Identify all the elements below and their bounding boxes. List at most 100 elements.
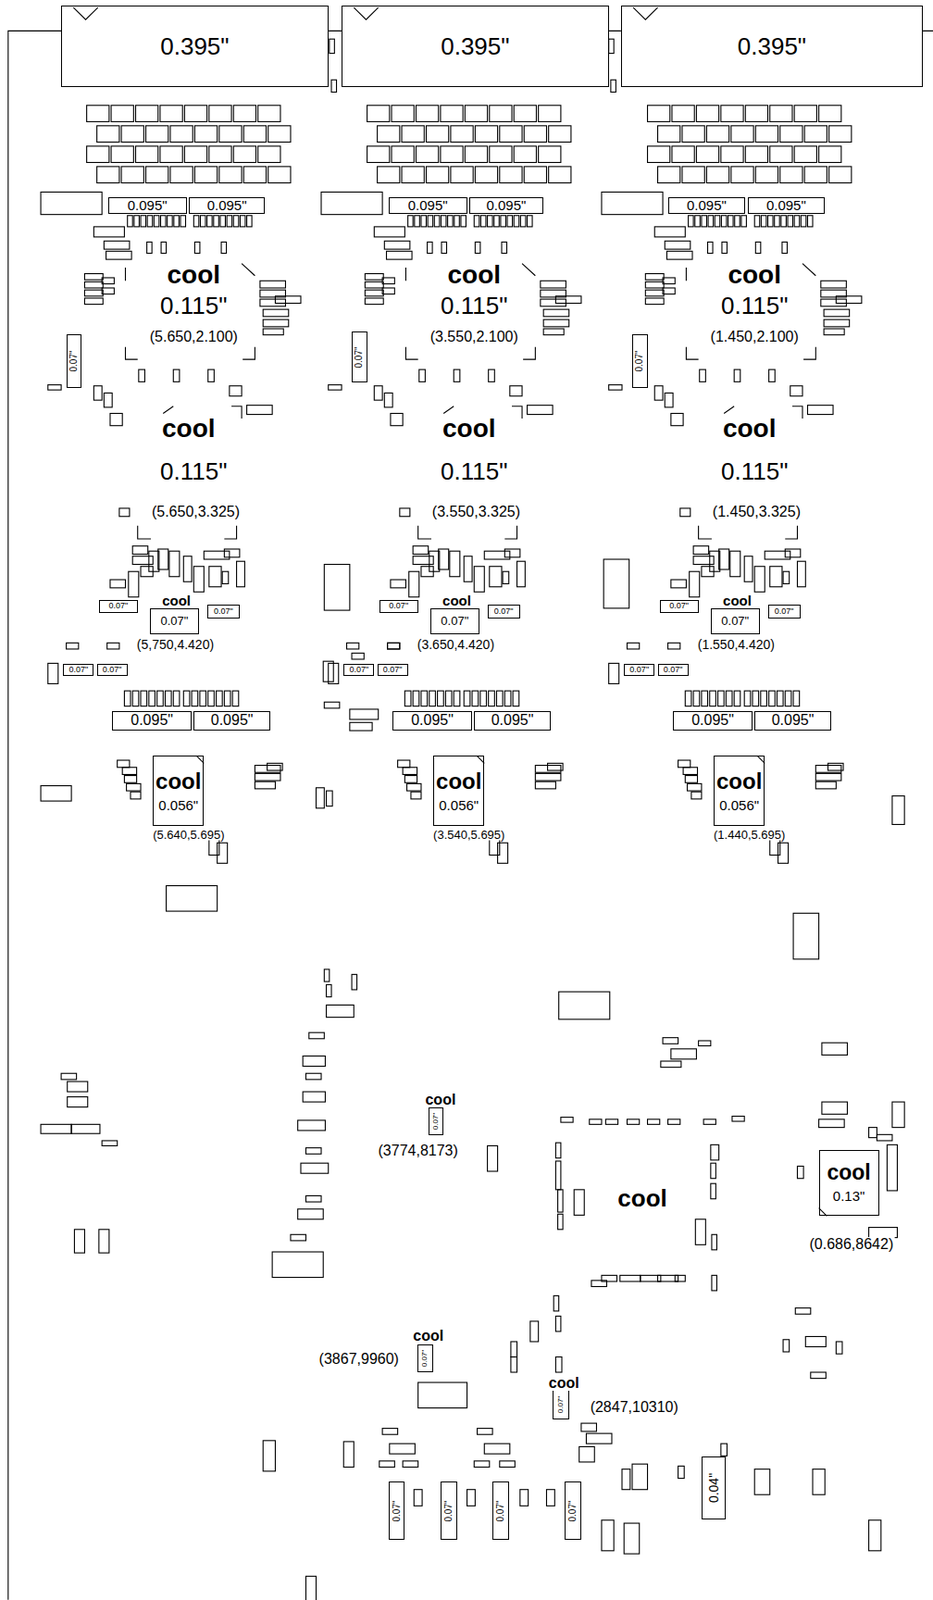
pad-footprint [84,273,103,281]
pad-footprint [399,508,411,517]
pad-footprint [117,759,130,768]
dimension-text: 0.07" [663,665,684,674]
dimension-text: 0.07" [160,614,188,627]
pad-footprint [258,146,281,163]
dimension-text: 0.095" [491,712,535,728]
pad-footprint [84,281,103,288]
component-outline: 0.07" [377,663,409,676]
pad-footprint [819,146,842,163]
pad-footprint [807,405,834,415]
pad-footprint [684,690,692,707]
component-outline: 0.07" [97,663,128,676]
coordinate-label: (1.450,2.100) [709,329,800,345]
pad-footprint [440,215,447,227]
component-outline: 0.095" [388,197,468,215]
pad-footprint [477,1428,494,1435]
pad-footprint [693,690,700,707]
pad-footprint [209,566,222,587]
pad-footprint [701,690,709,707]
pad-footprint [183,556,192,583]
dimension-text: 0.395" [160,34,229,59]
pad-footprint [538,146,561,163]
pad-footprint [480,215,486,227]
component-outline: 0.095" [473,710,551,731]
pad-footprint [601,1274,618,1282]
dimension-text: 0.07" [557,1395,565,1413]
pad-footprint [126,783,141,791]
pad-footprint [714,215,721,227]
pad-footprint [377,125,400,143]
pad-footprint [782,241,788,253]
pad-footprint [725,690,733,707]
pad-footprint [316,787,325,809]
pad-footprint [438,548,449,570]
pad-footprint [711,1233,718,1250]
pad-footprint [147,215,153,227]
pad-footprint [191,690,199,707]
chip-part: 0.07" [632,334,648,387]
pad-footprint [645,289,664,297]
dimension-text: 0.056" [719,797,759,812]
dimension-text: 0.07" [102,665,123,674]
pad-footprint [87,146,110,163]
pad-footprint [823,319,850,327]
pad-footprint [695,1219,706,1245]
pad-footprint [504,548,521,558]
pad-footprint [793,912,820,959]
pad-footprint [351,652,364,660]
coordinate-label: 0.115" [439,459,509,484]
pad-footprint [510,385,523,397]
pad [331,79,337,92]
dimension-text: 0.07" [388,601,409,610]
pad-footprint [795,1307,811,1315]
pad-footprint [733,369,741,382]
pad-footprint [226,215,233,227]
pad-footprint [209,105,232,123]
pad-footprint [389,1443,416,1454]
keepout-bracket [685,263,816,539]
coordinate-label: 0.115" [159,293,228,318]
pad-footprint [819,105,842,123]
pad-footprint [153,215,160,227]
pad-footprint [136,105,159,123]
pad-footprint [323,969,330,982]
coordinate-label: (3.540,5.695) [432,828,506,841]
pad-footprint [540,280,567,288]
component-outline: 0.07" [768,604,801,618]
pad-footprint [741,215,747,227]
pad-footprint [208,690,215,707]
pad-footprint [664,392,673,407]
pad-footprint [609,662,620,684]
keepout-bracket [125,263,256,539]
pad-footprint [835,296,862,304]
pad-footprint [170,125,193,143]
pad-footprint [781,215,787,227]
pad-footprint [418,1381,468,1408]
pad-footprint [437,690,445,707]
pad-footprint [489,105,512,123]
pad-footprint [711,1274,718,1291]
pad-footprint [609,385,622,391]
pad-footprint [647,105,671,123]
pad-footprint [800,215,807,227]
pad-footprint [555,1142,561,1158]
pad-footprint [696,146,719,163]
coordinate-label: (5.650,3.325) [150,504,241,520]
coordinate-label: (5.640,5.695) [151,828,225,841]
pad-footprint [603,559,630,609]
pad-footprint [691,791,702,799]
pad-footprint [555,1160,561,1190]
pad-footprint [520,215,526,227]
pin1-mark [197,756,828,1217]
pad-footprint [132,556,153,565]
pad-footprint [489,566,502,587]
pad-footprint [184,146,207,163]
chip-part: 0.07" [388,1480,406,1541]
zone-label: cool [726,261,783,288]
zone-label: cool [161,415,217,442]
pad-footprint [124,775,137,784]
pad-footprint [732,1116,745,1122]
pad-footprint [721,1443,728,1456]
pad-footprint [290,1233,307,1241]
pad-footprint [601,191,663,214]
